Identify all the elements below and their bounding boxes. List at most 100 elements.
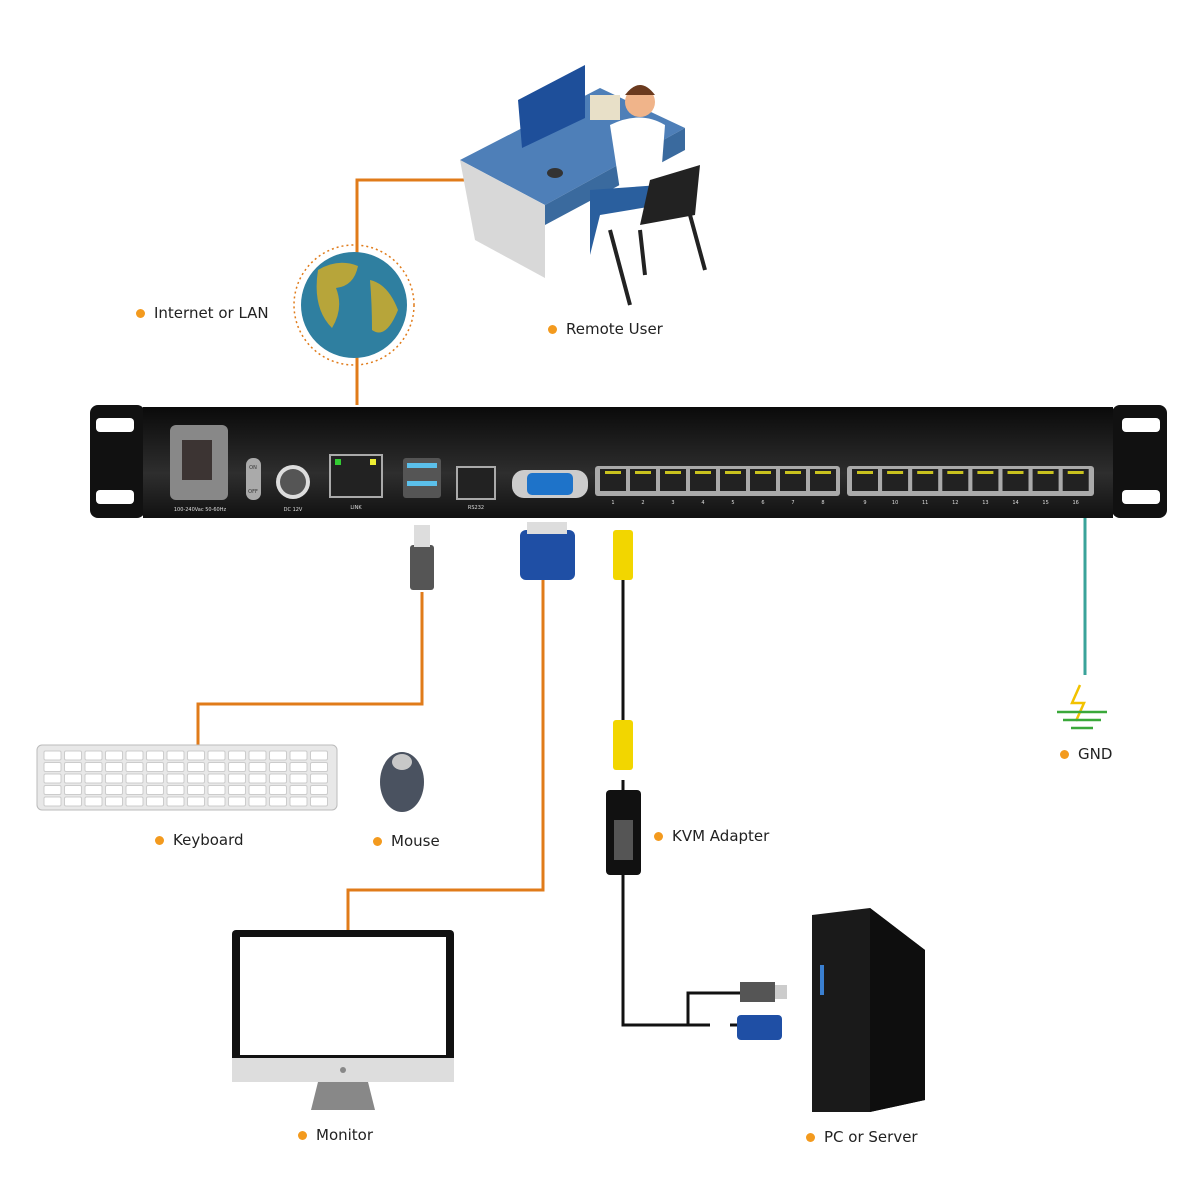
left-rack-ear [90, 405, 145, 518]
key [64, 785, 82, 795]
key [289, 750, 308, 761]
pc-tower-icon [812, 908, 925, 1112]
key [105, 750, 123, 761]
keyboard-cable [196, 592, 424, 745]
key [166, 785, 185, 795]
port-number-label: 15 [1042, 500, 1048, 506]
key [207, 750, 226, 761]
port-number-label: 5 [731, 500, 734, 506]
port-number-label: 4 [701, 500, 704, 506]
key [269, 773, 287, 784]
port-pins [857, 471, 873, 474]
bullet-icon [373, 836, 382, 846]
bullet-icon [548, 324, 557, 334]
key [146, 762, 164, 772]
key [146, 750, 164, 761]
key [84, 762, 103, 772]
port-pins [785, 471, 801, 474]
monitor-screen [518, 65, 585, 148]
switch-on-label: ON [249, 465, 257, 471]
key [207, 762, 226, 772]
rj45-port-10 [882, 469, 909, 491]
key [228, 796, 246, 807]
kvm-adapter-icon [606, 790, 641, 875]
bullet-icon [654, 831, 663, 841]
key [187, 750, 205, 761]
key [64, 750, 82, 761]
port-number-label: 14 [1012, 500, 1018, 506]
port-number-label: 1 [611, 500, 614, 506]
key [310, 785, 328, 795]
rj45-port-12 [942, 469, 969, 491]
mouse-icon [380, 752, 424, 812]
key [166, 750, 185, 761]
key [105, 773, 123, 784]
rj45-port-1 [600, 469, 626, 491]
rj45-port-4 [690, 469, 716, 491]
label-kvm-adapter: KVM Adapter [654, 827, 769, 845]
key [289, 762, 308, 772]
label-gnd: GND [1060, 745, 1112, 763]
adapter-vga-plug-icon [737, 1015, 782, 1040]
port-pins [887, 471, 904, 474]
key [146, 785, 164, 795]
dc-label: DC 12V [284, 507, 303, 513]
key [166, 796, 185, 807]
port-pins [947, 471, 964, 474]
vga-cable [346, 580, 545, 930]
key [310, 773, 328, 784]
label-text: Mouse [391, 832, 440, 850]
ports-group-1 [595, 466, 840, 496]
key [248, 796, 267, 807]
monitor-icon [232, 930, 454, 1110]
port-pins [635, 471, 651, 474]
rj45-port-8 [810, 469, 836, 491]
label-text: KVM Adapter [672, 827, 770, 845]
key [187, 762, 205, 772]
rs232-port-icon [456, 466, 496, 500]
key [125, 762, 144, 772]
rj45-port-5 [720, 469, 746, 491]
key [310, 762, 328, 772]
key [248, 785, 267, 795]
rj45-port-14 [1002, 469, 1029, 491]
port-pins [815, 471, 831, 474]
label-text: Remote User [566, 320, 663, 338]
key [146, 773, 164, 784]
label-mouse: Mouse [373, 832, 440, 850]
label-text: Keyboard [173, 831, 244, 849]
port-pins [665, 471, 681, 474]
key [105, 796, 123, 807]
key [187, 785, 205, 795]
key [269, 785, 287, 795]
label-text: GND [1078, 745, 1113, 763]
key [248, 773, 267, 784]
port-pins [1067, 471, 1084, 474]
port-number-label: 2 [641, 500, 644, 506]
key [64, 762, 82, 772]
bullet-icon [136, 308, 145, 318]
label-keyboard: Keyboard [155, 831, 244, 849]
ports-group-2 [847, 466, 1094, 496]
key [43, 785, 62, 795]
rj45-port-9 [852, 469, 878, 491]
key [125, 773, 144, 784]
adapter-cable [621, 580, 740, 1027]
label-text: Monitor [316, 1126, 374, 1144]
key [43, 773, 62, 784]
port-number-label: 11 [922, 500, 928, 506]
power-switch[interactable] [246, 458, 261, 500]
globe-icon [293, 244, 415, 366]
key [125, 750, 144, 761]
key [207, 785, 226, 795]
keyboard-icon [36, 744, 338, 811]
key [64, 773, 82, 784]
label-monitor: Monitor [298, 1126, 373, 1144]
port-pins [917, 471, 934, 474]
bullet-icon [298, 1130, 307, 1140]
port-pins [605, 471, 621, 474]
rj45-port-16 [1062, 469, 1089, 491]
power-label: 100-240Vac 50-60Hz [174, 507, 227, 513]
rj45-port-11 [912, 469, 939, 491]
